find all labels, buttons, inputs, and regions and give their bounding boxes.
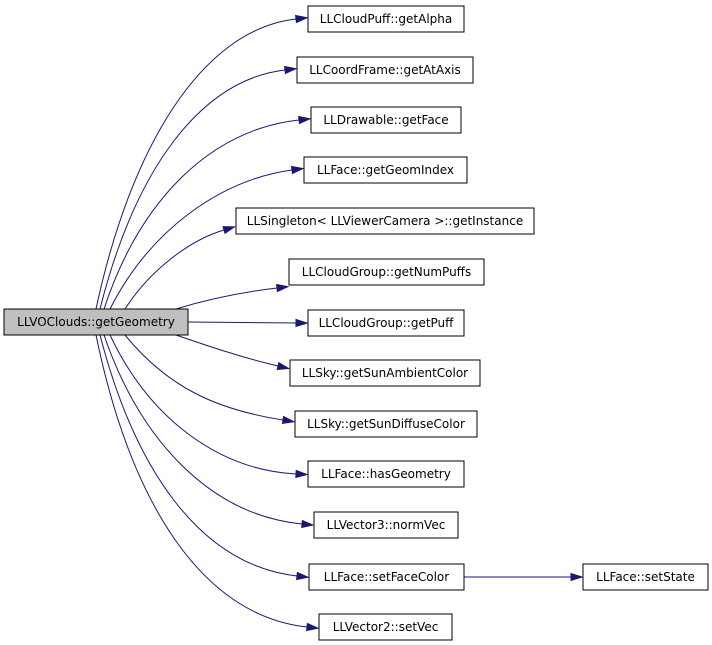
- arrowhead-n12: [296, 571, 310, 581]
- node-box[interactable]: [296, 56, 474, 84]
- node-label: LLSky::getSunDiffuseColor: [307, 417, 465, 431]
- node-n8[interactable]: LLSky::getSunAmbientColor: [289, 359, 481, 387]
- node-box[interactable]: [307, 460, 465, 488]
- node-label: LLFace::hasGeometry: [321, 467, 451, 481]
- edge-root-to-n12: [99, 334, 298, 577]
- edge-root-to-n10: [109, 334, 297, 475]
- arrowhead-n1: [295, 14, 309, 24]
- root-node-label: LLVOClouds::getGeometry: [17, 315, 175, 329]
- edges-layer: [95, 14, 584, 632]
- node-label: LLFace::setFaceColor: [324, 570, 449, 584]
- edge-root-to-n2: [99, 69, 286, 310]
- node-n11[interactable]: LLVector3::normVec: [313, 511, 459, 539]
- arrowhead-n5: [222, 226, 237, 235]
- node-box[interactable]: [310, 106, 462, 134]
- node-box[interactable]: [303, 156, 468, 184]
- node-box[interactable]: [307, 5, 465, 33]
- edge-root-to-n8: [175, 334, 279, 367]
- node-n6[interactable]: LLCloudGroup::getNumPuffs: [288, 258, 485, 286]
- root-node-box[interactable]: [3, 308, 189, 336]
- edge-root-to-n7: [187, 321, 297, 324]
- node-n3[interactable]: LLDrawable::getFace: [310, 106, 462, 134]
- node-label: LLVector3::normVec: [327, 518, 446, 532]
- node-label: LLFace::getGeomIndex: [317, 163, 454, 177]
- arrowhead-n3: [298, 115, 312, 125]
- node-n1[interactable]: LLCloudPuff::getAlpha: [307, 5, 465, 33]
- edge-root-to-n9: [124, 334, 284, 421]
- node-box[interactable]: [318, 613, 453, 641]
- edge-root-to-n3: [103, 119, 300, 310]
- edge-root-to-n11: [103, 334, 303, 525]
- node-n5[interactable]: LLSingleton< LLViewerCamera >::getInstan…: [235, 207, 535, 235]
- arrowhead-n11: [301, 519, 315, 529]
- arrowhead-n9: [281, 415, 296, 425]
- node-label: LLDrawable::getFace: [323, 113, 448, 127]
- arrowhead-n8: [276, 361, 291, 370]
- nodes-layer: LLVOClouds::getGeometry LLCloudPuff::getA…: [3, 5, 709, 641]
- node-label: LLFace::setState: [596, 570, 695, 584]
- root-node[interactable]: LLVOClouds::getGeometry: [3, 308, 189, 336]
- node-label: LLCloudGroup::getNumPuffs: [302, 265, 471, 279]
- edge-root-to-n4: [109, 169, 293, 310]
- node-box[interactable]: [288, 258, 485, 286]
- arrowhead-n7: [295, 318, 309, 328]
- node-label: LLCloudPuff::getAlpha: [320, 12, 452, 26]
- edge-root-to-n5: [124, 229, 225, 310]
- arrowhead-n2: [284, 65, 298, 75]
- node-n9[interactable]: LLSky::getSunDiffuseColor: [294, 410, 478, 438]
- node-label: LLVector2::setVec: [333, 620, 439, 634]
- node-n12[interactable]: LLFace::setFaceColor: [308, 563, 465, 591]
- node-box[interactable]: [582, 563, 709, 591]
- node-n7[interactable]: LLCloudGroup::getPuff: [307, 309, 465, 337]
- edge-root-to-n6: [175, 287, 278, 310]
- edge-root-to-n1: [95, 18, 297, 310]
- node-label: LLCloudGroup::getPuff: [319, 316, 455, 330]
- node-box[interactable]: [313, 511, 459, 539]
- node-n13[interactable]: LLVector2::setVec: [318, 613, 453, 641]
- node-label: LLSingleton< LLViewerCamera >::getInstan…: [247, 214, 523, 228]
- node-box[interactable]: [289, 359, 481, 387]
- node-n10[interactable]: LLFace::hasGeometry: [307, 460, 465, 488]
- arrowhead-n4: [290, 165, 305, 175]
- edge-root-to-n13: [95, 334, 308, 628]
- node-box[interactable]: [308, 563, 465, 591]
- node-n2[interactable]: LLCoordFrame::getAtAxis: [296, 56, 474, 84]
- node-box[interactable]: [235, 207, 535, 235]
- node-n14[interactable]: LLFace::setState: [582, 563, 709, 591]
- node-box[interactable]: [294, 410, 478, 438]
- arrowhead-n6: [276, 283, 290, 293]
- node-label: LLSky::getSunAmbientColor: [302, 366, 468, 380]
- node-n4[interactable]: LLFace::getGeomIndex: [303, 156, 468, 184]
- arrowhead-n14: [570, 572, 584, 582]
- arrowhead-n10: [295, 469, 309, 479]
- node-box[interactable]: [307, 309, 465, 337]
- node-label: LLCoordFrame::getAtAxis: [309, 63, 461, 77]
- arrowhead-n13: [306, 622, 320, 632]
